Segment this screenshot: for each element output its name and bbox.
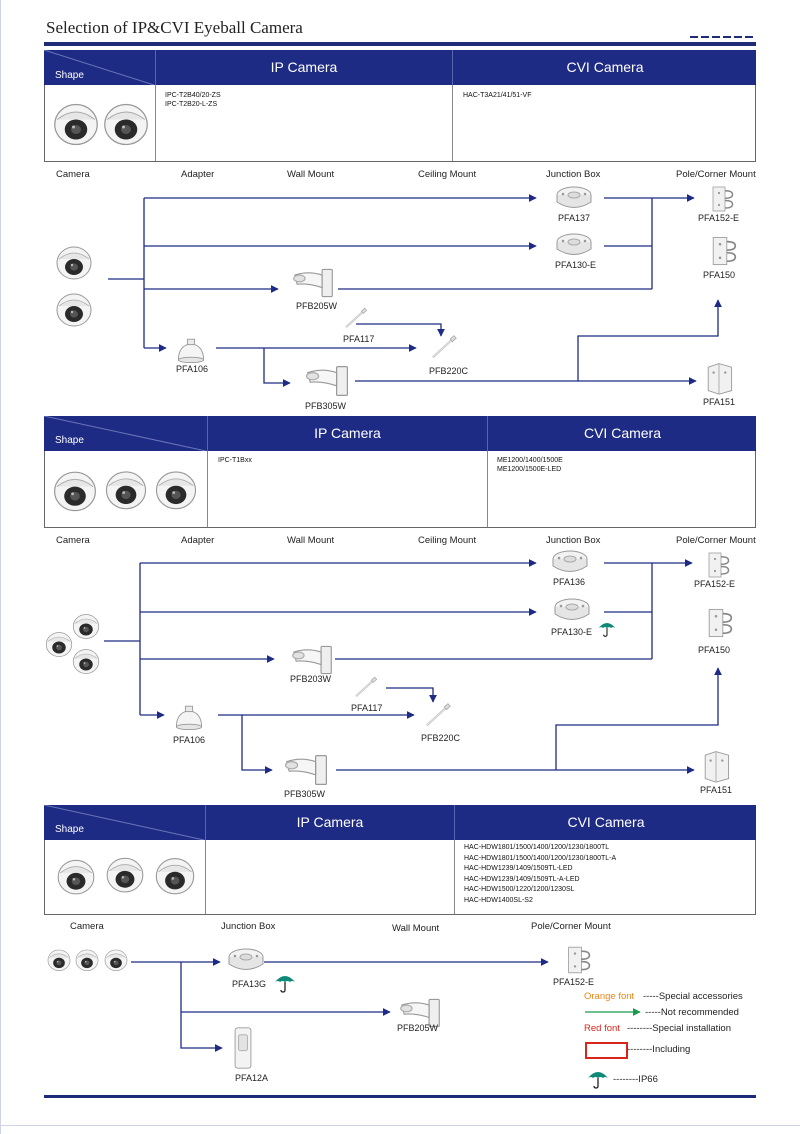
product-pfa12a: PFA12A <box>235 1073 269 1083</box>
product-pfa152-e: PFA152-E <box>553 977 595 987</box>
category-pole-corner-mount: Pole/Corner Mount <box>531 921 611 932</box>
ip-camera-header: IP Camera <box>155 50 452 85</box>
legend-red-box <box>585 1042 628 1059</box>
legend-special-accessories: -----Special accessories <box>643 991 743 1002</box>
junction-box-icon <box>226 945 266 975</box>
category-pole-corner-mount: Pole/Corner Mount <box>676 535 756 546</box>
product-pfb205w: PFB205W <box>296 301 338 311</box>
category-pole-corner-mount: Pole/Corner Mount <box>676 169 756 180</box>
pfa12a-mount-icon <box>228 1026 258 1070</box>
product-pfa137: PFA137 <box>558 213 591 223</box>
product-pfa130-e: PFA130-E <box>551 627 593 637</box>
product-pfa152-e: PFA152-E <box>694 579 736 589</box>
page-bottom-rule <box>0 1125 800 1126</box>
umbrella-ip66-icon <box>273 970 297 994</box>
legend-not-recommended: -----Not recommended <box>645 1007 739 1018</box>
product-pfa150: PFA150 <box>698 645 731 655</box>
legend-green-arrow <box>585 1008 641 1016</box>
shape-label: Shape <box>55 824 84 835</box>
ip-model-list: IPC-T2B40/20-ZS IPC-T2B20-L-ZS <box>165 91 221 109</box>
bottom-rule <box>44 1095 756 1098</box>
cvi-model: ME1200/1500E-LED <box>497 466 562 473</box>
category-wall-mount: Wall Mount <box>287 535 335 546</box>
product-pfa151: PFA151 <box>703 397 736 407</box>
product-pfa106: PFA106 <box>176 364 209 374</box>
category-wall-mount: Wall Mount <box>392 923 440 934</box>
ip-model-list: IPC-T1Bxx <box>218 456 252 465</box>
cvi-model: HAC-T3A21/41/51-VF <box>463 92 532 99</box>
category-camera: Camera <box>56 535 90 546</box>
category-junction-box: Junction Box <box>546 535 601 546</box>
category-ceiling-mount: Ceiling Mount <box>418 535 477 546</box>
cvi-model: HAC-HDW1239/1409/1509TL-LED <box>464 865 573 872</box>
dome-camera-icon <box>74 946 100 972</box>
section1-header: Shape IP Camera CVI Camera <box>44 50 756 85</box>
category-adapter: Adapter <box>181 169 215 180</box>
product-pfb305w: PFB305W <box>305 401 347 411</box>
section2-models-box: IPC-T1Bxx ME1200/1400/1500E ME1200/1500E… <box>44 451 756 528</box>
pole-mount-icon <box>556 944 594 976</box>
dome-camera-icon <box>46 946 72 972</box>
product-pfb220c: PFB220C <box>421 733 461 743</box>
ip-model: IPC-T1Bxx <box>218 457 252 464</box>
category-ceiling-mount: Ceiling Mount <box>418 169 477 180</box>
section3-header: Shape IP Camera CVI Camera <box>44 805 756 840</box>
cvi-camera-header: CVI Camera <box>454 805 757 840</box>
page-title: Selection of IP&CVI Eyeball Camera <box>46 18 303 37</box>
legend-ip66: --------IP66 <box>613 1074 658 1085</box>
product-pfa106: PFA106 <box>173 735 206 745</box>
cvi-model-list: HAC-T3A21/41/51-VF <box>463 91 531 100</box>
page-left-rule <box>0 0 1 1134</box>
ip-model: IPC-T2B20-L-ZS <box>165 101 218 108</box>
umbrella-ip66-icon <box>586 1066 610 1090</box>
product-pfa151: PFA151 <box>700 785 733 795</box>
product-pfa130-e: PFA130-E <box>555 260 597 270</box>
category-adapter: Adapter <box>181 535 215 546</box>
cvi-camera-header: CVI Camera <box>452 50 757 85</box>
section1-models-box: IPC-T2B40/20-ZS IPC-T2B20-L-ZS HAC-T3A21… <box>44 85 756 162</box>
ip-camera-header: IP Camera <box>205 805 454 840</box>
product-pfb203w: PFB203W <box>290 674 332 684</box>
shape-label: Shape <box>55 435 84 446</box>
product-pfa117: PFA117 <box>351 703 383 713</box>
product-pfa150: PFA150 <box>703 270 736 280</box>
cvi-camera-header: CVI Camera <box>487 416 757 451</box>
product-pfa152-e: PFA152-E <box>698 213 740 223</box>
cvi-model: HAC-HDW1400SL-S2 <box>464 896 533 904</box>
product-pfb220c: PFB220C <box>429 366 469 376</box>
section2-header: Shape IP Camera CVI Camera <box>44 416 756 451</box>
cvi-model-list: ME1200/1400/1500E ME1200/1500E-LED <box>497 456 563 474</box>
product-pfb205w: PFB205W <box>397 1023 439 1033</box>
product-pfa117: PFA117 <box>343 334 375 344</box>
category-camera: Camera <box>70 921 104 932</box>
product-pfb305w: PFB305W <box>284 789 326 799</box>
cvi-model: HAC-HDW1801/1500/1400/1200/1230/1800TL <box>464 844 610 851</box>
title-underline <box>44 42 756 46</box>
shape-label: Shape <box>55 70 84 81</box>
cvi-model: HAC-HDW1239/1409/1509TL-A-LED <box>464 875 580 883</box>
cvi-model: ME1200/1400/1500E <box>497 457 563 464</box>
category-junction-box: Junction Box <box>546 169 601 180</box>
category-wall-mount: Wall Mount <box>287 169 335 180</box>
category-camera: Camera <box>56 169 90 180</box>
dome-camera-icon <box>103 946 129 972</box>
ip-camera-header: IP Camera <box>207 416 487 451</box>
cvi-model-list: HAC-HDW1801/1500/1400/1200/1230/1800TL H… <box>464 843 616 906</box>
title-dots <box>690 36 756 38</box>
legend-special-installation: --------Special installation <box>627 1023 731 1034</box>
legend-orange-font: Orange font <box>584 991 635 1002</box>
product-pfa13g: PFA13G <box>232 979 267 989</box>
category-junction-box: Junction Box <box>221 921 276 932</box>
cvi-model: HAC-HDW1801/1500/1400/1200/1230/1800TL-A <box>464 854 617 862</box>
legend-red-font: Red font <box>584 1023 620 1034</box>
ip-model: IPC-T2B40/20-ZS <box>165 92 221 99</box>
product-pfa136: PFA136 <box>553 577 586 587</box>
section3-models-box: HAC-HDW1801/1500/1400/1200/1230/1800TL H… <box>44 840 756 915</box>
cvi-model: HAC-HDW1500/1220/1200/1230SL <box>464 886 575 893</box>
legend-including: --------Including <box>627 1044 691 1055</box>
